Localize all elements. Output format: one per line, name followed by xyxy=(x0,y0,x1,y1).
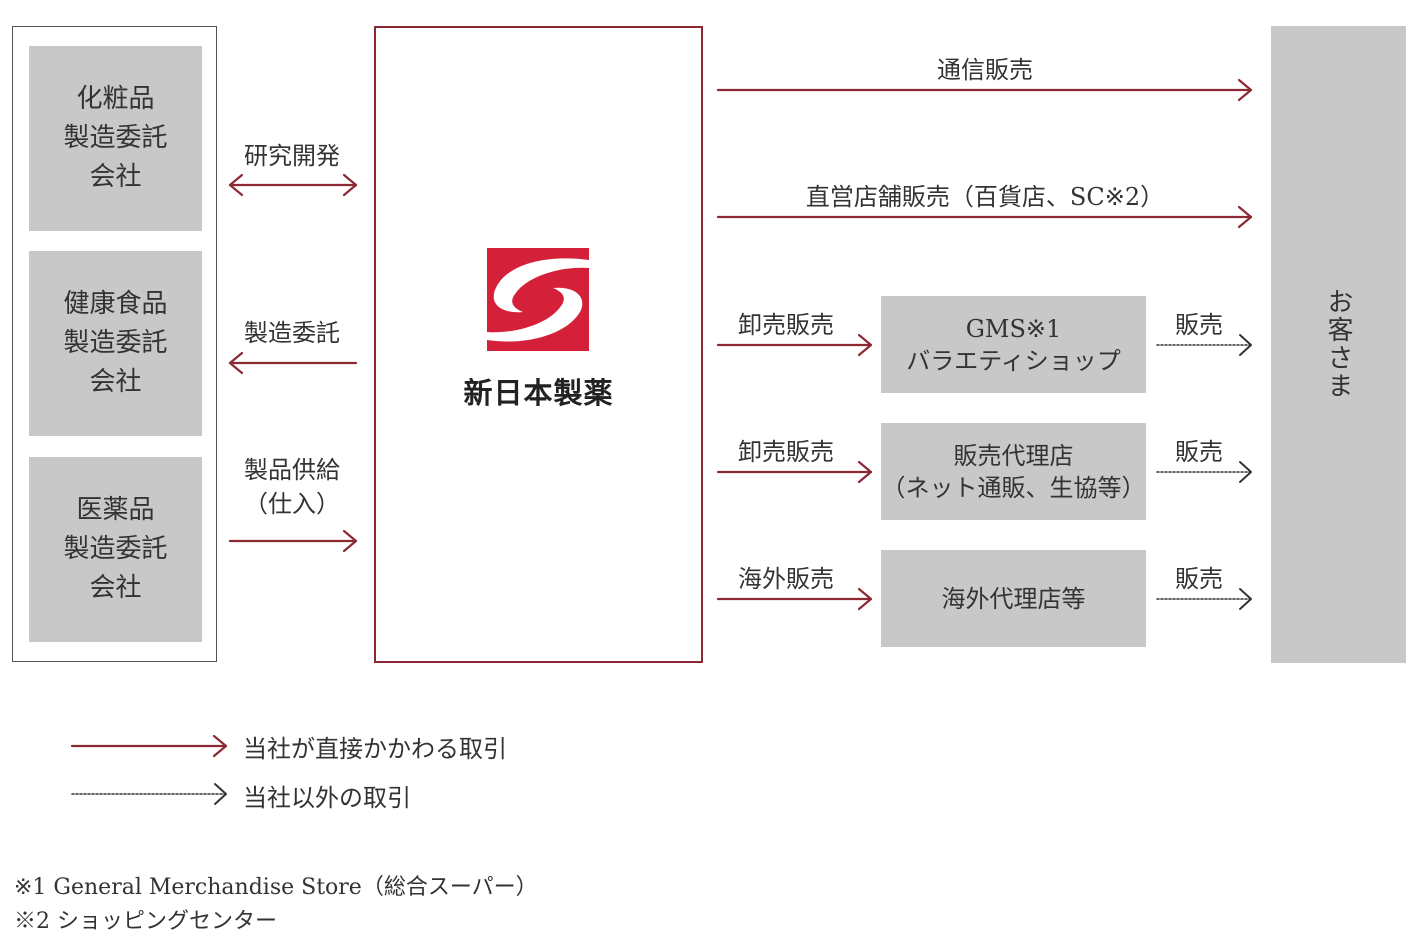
legend-indirect-label: 当社以外の取引 xyxy=(243,784,411,812)
overseas-agency-box: 海外代理店等 xyxy=(881,550,1146,647)
customer-box: お客さま xyxy=(1271,26,1406,663)
legend-direct-label: 当社が直接かかわる取引 xyxy=(243,735,507,763)
company-logo-icon xyxy=(487,248,589,351)
arrow-sales-3 xyxy=(1156,588,1252,610)
label-direct-store: 直営店舗販売（百貨店、SC※2） xyxy=(805,183,1165,211)
customer-label: お客さま xyxy=(1323,288,1353,400)
footnote-1: ※1 General Merchandise Store（総合スーパー） xyxy=(14,875,538,900)
label-wholesale-2: 卸売販売 xyxy=(738,438,834,466)
agency-box: 販売代理店 （ネット通販、生協等） xyxy=(881,423,1146,520)
manufacturers-group xyxy=(12,26,217,662)
label-wholesale-1: 卸売販売 xyxy=(738,311,834,339)
arrow-outsourcing xyxy=(228,351,358,375)
legend-direct-arrow xyxy=(70,734,228,758)
footnote-2: ※2 ショッピングセンター xyxy=(14,909,277,934)
health-food-manufacturer-box: 健康食品 製造委託 会社 xyxy=(29,251,202,436)
label-research: 研究開発 xyxy=(244,142,340,170)
label-overseas: 海外販売 xyxy=(738,565,834,593)
arrow-wholesale-1 xyxy=(716,333,873,357)
arrow-sales-2 xyxy=(1156,461,1252,483)
cosmetics-manufacturer-box: 化粧品 製造委託 会社 xyxy=(29,46,202,231)
arrow-sales-1 xyxy=(1156,334,1252,356)
arrow-direct-store xyxy=(716,205,1253,229)
label-sales-2: 販売 xyxy=(1175,438,1223,466)
label-supply: 製品供給 （仕入） xyxy=(244,456,340,518)
pharma-manufacturer-box: 医薬品 製造委託 会社 xyxy=(29,457,202,642)
label-outsourcing: 製造委託 xyxy=(244,319,340,347)
label-sales-1: 販売 xyxy=(1175,311,1223,339)
company-name: 新日本製薬 xyxy=(463,376,614,410)
label-mail-order: 通信販売 xyxy=(937,56,1033,84)
arrow-research xyxy=(228,173,358,197)
arrow-supply xyxy=(228,529,358,553)
label-sales-3: 販売 xyxy=(1175,565,1223,593)
arrow-overseas xyxy=(716,587,873,611)
legend-indirect-arrow xyxy=(71,783,227,805)
company-box xyxy=(374,26,703,663)
arrow-mail-order xyxy=(716,78,1253,102)
arrow-wholesale-2 xyxy=(716,460,873,484)
gms-box: GMS※1 バラエティショップ xyxy=(881,296,1146,393)
